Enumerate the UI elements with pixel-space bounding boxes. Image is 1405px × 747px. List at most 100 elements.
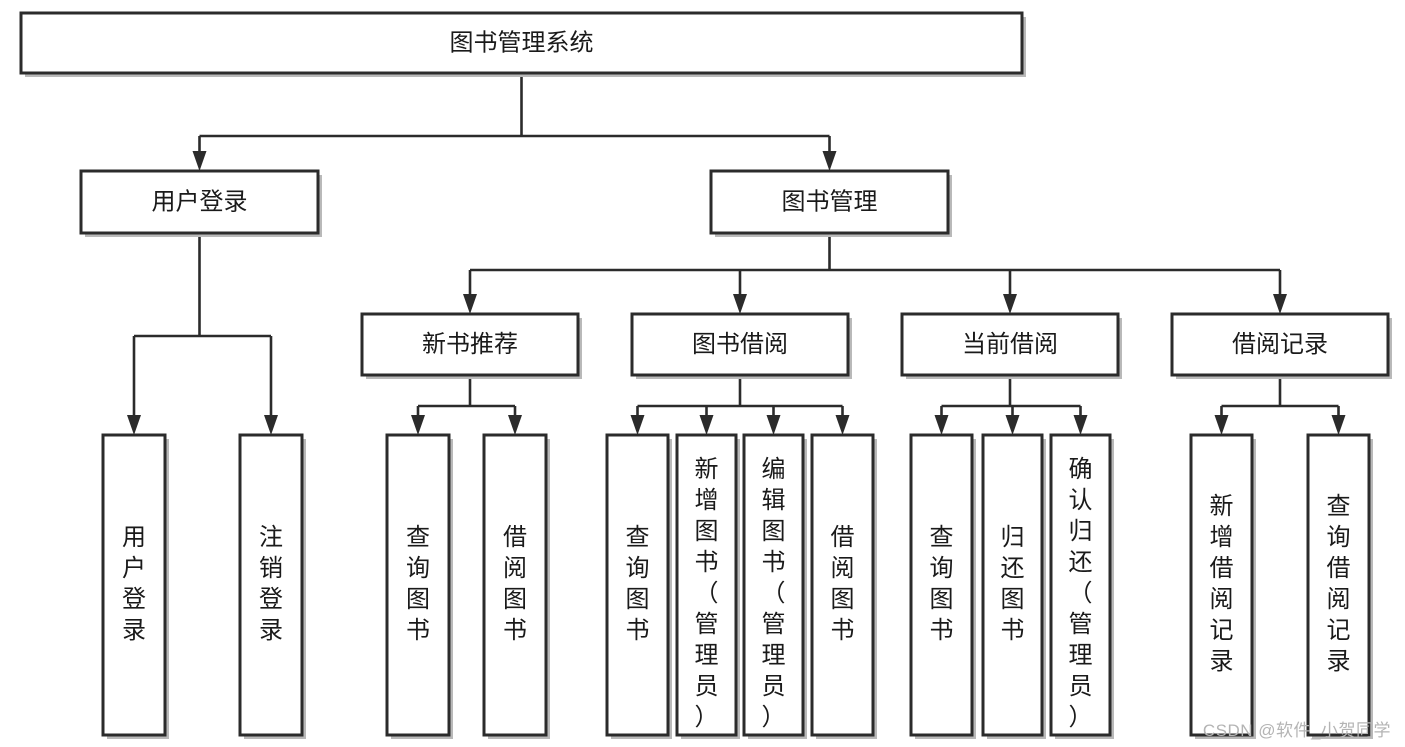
node-label-char: 认 — [1069, 487, 1093, 514]
node-label-char: 询 — [1327, 524, 1351, 551]
node-box[interactable] — [1189, 433, 1254, 737]
node-leaf-rec-query[interactable]: 查询图书 — [385, 433, 453, 739]
node-label: 查询图书 — [626, 524, 650, 644]
node-current-borrow[interactable]: 当前借阅 — [900, 312, 1122, 379]
node-label-char: 还 — [1001, 555, 1025, 582]
node-label-char: 书 — [503, 617, 527, 644]
node-box[interactable] — [238, 433, 304, 737]
node-user-login[interactable]: 用户登录 — [79, 169, 322, 237]
node-label-char: 询 — [406, 555, 430, 582]
node-box[interactable] — [79, 169, 320, 235]
node-label-char: 理 — [695, 642, 719, 669]
node-label-char: 管 — [695, 611, 719, 638]
node-label-char: 书 — [762, 549, 786, 576]
node-label: 确认归还（管理员） — [1069, 456, 1093, 731]
node-label-char: 归 — [1001, 524, 1025, 551]
node-box[interactable] — [1049, 433, 1112, 737]
node-box[interactable] — [1306, 433, 1371, 737]
node-label-char: 询 — [626, 555, 650, 582]
node-label-char: 录 — [1327, 648, 1351, 675]
connector-arrow-icon — [699, 415, 714, 435]
node-label: 借阅图书 — [503, 524, 527, 644]
node-leaf-user-login[interactable]: 用户登录 — [101, 433, 169, 739]
node-label-char: ） — [762, 704, 786, 731]
node-root[interactable]: 图书管理系统 — [19, 11, 1026, 77]
node-leaf-user-logout[interactable]: 注销登录 — [238, 433, 306, 739]
node-label: 查询图书 — [930, 524, 954, 644]
node-box[interactable] — [630, 312, 850, 377]
node-borrow-record[interactable]: 借阅记录 — [1170, 312, 1392, 379]
node-box[interactable] — [360, 312, 580, 377]
connector-group — [463, 233, 1287, 314]
node-label-char: 员 — [695, 673, 719, 700]
connector-arrow-icon — [822, 151, 837, 171]
node-label-char: 录 — [122, 617, 146, 644]
node-label: 图书管理 — [782, 188, 878, 215]
node-label-char: 图 — [1001, 586, 1025, 613]
node-leaf-bb-borrow[interactable]: 借阅图书 — [810, 433, 877, 739]
node-label: 编辑图书（管理员） — [762, 456, 786, 731]
node-label-char: 书 — [1001, 617, 1025, 644]
node-box[interactable] — [909, 433, 974, 737]
node-label: 注销登录 — [259, 524, 283, 644]
node-box[interactable] — [900, 312, 1120, 377]
node-leaf-br-query[interactable]: 查询借阅记录 — [1306, 433, 1373, 739]
node-book-manage[interactable]: 图书管理 — [709, 169, 952, 237]
node-box[interactable] — [101, 433, 167, 737]
node-label: 借阅记录 — [1232, 331, 1328, 358]
connector-group — [630, 375, 850, 435]
node-box[interactable] — [1170, 312, 1390, 377]
node-label-char: 借 — [1327, 555, 1351, 582]
node-label-char: 管 — [1069, 611, 1093, 638]
node-label-char: 图 — [503, 586, 527, 613]
node-box[interactable] — [981, 433, 1044, 737]
node-box[interactable] — [675, 433, 738, 737]
node-label: 用户登录 — [122, 524, 146, 644]
node-label-char: 新 — [695, 456, 719, 483]
node-book-borrow[interactable]: 图书借阅 — [630, 312, 852, 379]
node-label: 借阅图书 — [831, 524, 855, 644]
node-label-char: 借 — [1210, 555, 1234, 582]
node-label: 归还图书 — [1001, 524, 1025, 644]
node-box[interactable] — [385, 433, 451, 737]
node-box[interactable] — [19, 11, 1024, 75]
node-leaf-bb-query[interactable]: 查询图书 — [605, 433, 672, 739]
connector-arrow-icon — [630, 415, 645, 435]
node-leaf-cb-confirm[interactable]: 确认归还（管理员） — [1049, 433, 1114, 739]
node-label-char: 询 — [930, 555, 954, 582]
node-label-char: 辑 — [762, 487, 786, 514]
connector-arrow-icon — [508, 415, 522, 435]
node-box[interactable] — [742, 433, 805, 737]
node-label-char: ） — [695, 704, 719, 731]
node-new-book-rec[interactable]: 新书推荐 — [360, 312, 582, 379]
node-box[interactable] — [709, 169, 950, 235]
node-leaf-bb-edit[interactable]: 编辑图书（管理员） — [742, 433, 807, 739]
node-label-char: 书 — [406, 617, 430, 644]
node-label-char: 增 — [1210, 524, 1234, 551]
connector-arrow-icon — [192, 151, 207, 171]
connector-arrow-icon — [1005, 415, 1020, 435]
node-box[interactable] — [482, 433, 548, 737]
node-leaf-cb-query[interactable]: 查询图书 — [909, 433, 976, 739]
node-leaf-bb-add[interactable]: 新增图书（管理员） — [675, 433, 740, 739]
node-label-char: 查 — [626, 524, 650, 551]
node-leaf-rec-borrow[interactable]: 借阅图书 — [482, 433, 550, 739]
node-label: 图书管理系统 — [450, 29, 594, 56]
node-label-char: 图 — [406, 586, 430, 613]
node-label-char: 员 — [1069, 673, 1093, 700]
node-label: 新书推荐 — [422, 331, 518, 358]
node-label-char: 用 — [122, 524, 146, 551]
node-label-char: 记 — [1210, 617, 1234, 644]
node-label-char: 理 — [1069, 642, 1093, 669]
node-label: 用户登录 — [152, 188, 248, 215]
connector-arrow-icon — [1273, 294, 1287, 314]
node-label-char: 确 — [1069, 456, 1093, 483]
node-leaf-br-add[interactable]: 新增借阅记录 — [1189, 433, 1256, 739]
node-label-char: 阅 — [831, 555, 855, 582]
node-box[interactable] — [605, 433, 670, 737]
node-label-char: 注 — [259, 524, 283, 551]
node-label-char: 阅 — [1327, 586, 1351, 613]
node-leaf-cb-return[interactable]: 归还图书 — [981, 433, 1046, 739]
node-box[interactable] — [810, 433, 875, 737]
